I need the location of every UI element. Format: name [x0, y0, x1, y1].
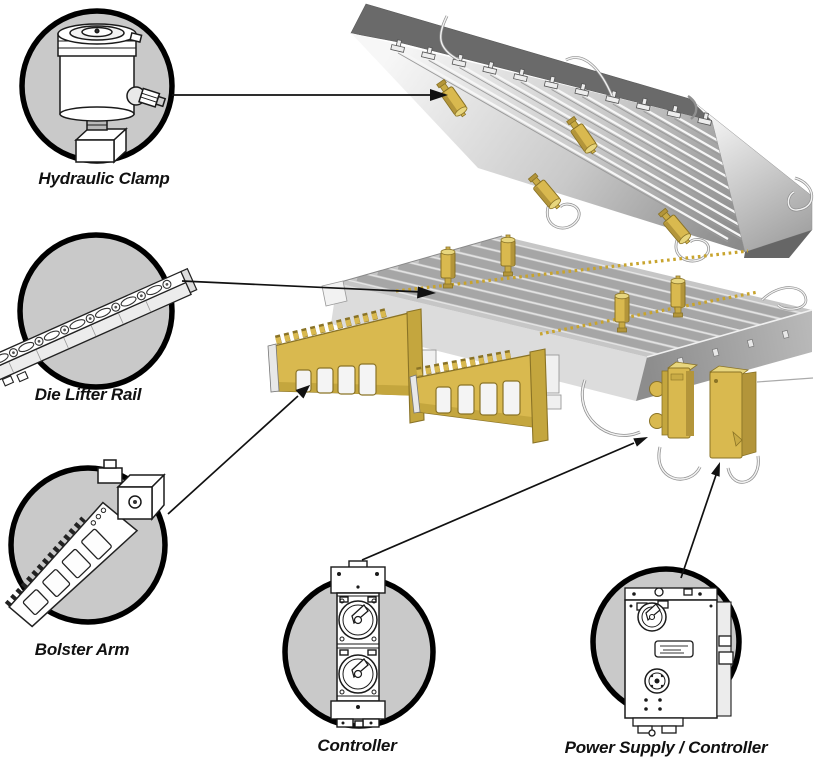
upper-platen [350, 3, 814, 263]
hydraulic-clamp-illustration [57, 23, 167, 164]
power-supply-illustration [624, 587, 734, 737]
power-supply-unit [708, 365, 757, 459]
callout-hydraulic-clamp [19, 8, 175, 164]
callout-controller [282, 560, 436, 729]
bolster-arm-illustration [4, 459, 166, 628]
callout-label-controller: Controller [317, 736, 397, 755]
callout-label-hydraulic-clamp: Hydraulic Clamp [38, 169, 170, 188]
callout-label-power-supply-controller: Power Supply / Controller [564, 738, 768, 757]
bolster-corner-block [321, 280, 348, 307]
callout-label-die-lifter-rail: Die Lifter Rail [34, 385, 142, 404]
callout-power-supply-controller [590, 566, 742, 737]
callout-arrows [167, 89, 720, 579]
platen-hoses [439, 15, 814, 263]
mounted-units-hoses [580, 286, 814, 484]
die-lifter-rail-illustration [0, 267, 198, 387]
callout-bolster-arm [4, 459, 168, 628]
clamp-controller-unit [649, 361, 699, 439]
controller-illustration [330, 560, 386, 728]
callout-die-lifter-rail [0, 232, 198, 390]
callout-label-bolster-arm: Bolster Arm [34, 640, 130, 659]
bolster-arm-right [409, 348, 562, 444]
